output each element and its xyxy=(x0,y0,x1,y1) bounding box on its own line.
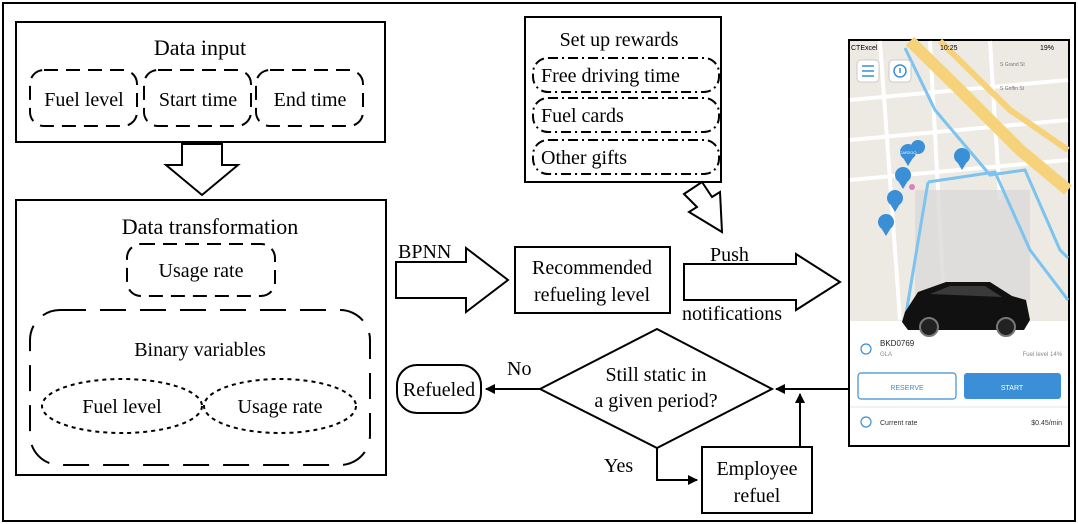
current-rate-label: Current rate xyxy=(880,420,917,427)
refueled-box xyxy=(396,364,482,414)
recommended-line1: Recommended xyxy=(532,257,652,279)
menu-button[interactable] xyxy=(856,59,880,83)
street-label-grand: S Grand St xyxy=(1000,62,1025,68)
info-icon xyxy=(893,64,907,78)
reserve-label: RESERVE xyxy=(890,385,924,392)
bpnn-block-arrow xyxy=(395,245,510,315)
info-button[interactable] xyxy=(888,59,912,83)
decision-diamond: Still static in a given period? xyxy=(537,327,775,450)
start-label: START xyxy=(1001,385,1024,392)
notifications-label: notifications xyxy=(682,303,782,325)
employee-line1: Employee xyxy=(716,458,797,480)
steering-wheel-icon xyxy=(860,343,872,355)
street-label-griffin: S Griffin St xyxy=(1000,86,1025,92)
recommended-box: Recommended refueling level xyxy=(514,246,671,314)
usage-rate-label: Usage rate xyxy=(159,260,244,282)
input-item-end-time: End time xyxy=(274,89,347,111)
status-time: 10:25 xyxy=(940,45,958,52)
decision-line1: Still static in xyxy=(605,364,706,386)
car-id: BKD0769 xyxy=(880,339,915,348)
binary-item-usage-rate: Usage rate xyxy=(238,396,323,418)
car-pin-3[interactable] xyxy=(954,148,970,170)
no-label: No xyxy=(507,358,531,380)
clock-icon xyxy=(860,416,872,428)
car-pin-6[interactable] xyxy=(878,214,894,236)
data-transformation-box: Data transformation Usage rate Binary va… xyxy=(15,199,387,476)
reward-fuel-cards: Fuel cards xyxy=(541,105,624,127)
current-rate-value: $0.45/min xyxy=(1031,420,1062,427)
yes-label: Yes xyxy=(604,455,633,477)
data-transformation-title: Data transformation xyxy=(122,214,299,239)
refueled-label: Refueled xyxy=(403,379,475,401)
employee-refuel-box xyxy=(701,446,813,514)
rewards-block-arrow xyxy=(682,180,724,234)
location-dot xyxy=(909,184,915,190)
rewards-title: Set up rewards xyxy=(560,29,679,51)
car-pin-label: CAR2GO xyxy=(900,150,917,155)
reserve-button[interactable]: RESERVE xyxy=(857,372,957,400)
data-input-box: Data input Fuel level Start time End tim… xyxy=(15,21,386,143)
car-pin-4[interactable] xyxy=(895,167,911,189)
car-image xyxy=(902,282,1030,337)
car-model: GLA xyxy=(880,352,892,358)
yes-arrow xyxy=(656,448,698,485)
employee-line2: refuel xyxy=(734,485,781,507)
bpnn-label: BPNN xyxy=(398,241,451,263)
push-block-arrow xyxy=(683,252,842,312)
reward-other-gifts: Other gifts xyxy=(541,147,627,169)
recommended-line2: refueling level xyxy=(534,284,650,306)
decision-line2: a given period? xyxy=(594,390,717,412)
down-block-arrow xyxy=(163,143,241,197)
input-item-fuel-level: Fuel level xyxy=(44,89,124,111)
rewards-box: Set up rewards Free driving time Fuel ca… xyxy=(524,16,722,183)
binary-variables-title: Binary variables xyxy=(134,339,266,361)
binary-item-fuel-level: Fuel level xyxy=(82,396,162,418)
car-pin-5[interactable] xyxy=(887,190,903,212)
input-item-start-time: Start time xyxy=(159,89,237,111)
fuel-level-readout: Fuel level 14% xyxy=(1023,352,1063,358)
car-pin-2[interactable] xyxy=(911,140,925,154)
status-battery: 19% xyxy=(1040,45,1054,52)
status-carrier: CTExcel xyxy=(851,45,878,52)
start-button[interactable]: START xyxy=(964,373,1061,399)
data-input-title: Data input xyxy=(154,35,246,60)
phone-screenshot: CTExcel 10:25 19% S Grand St S Griffin S… xyxy=(848,36,1072,447)
reward-free-driving-time: Free driving time xyxy=(541,65,680,87)
push-label: Push xyxy=(710,244,749,266)
